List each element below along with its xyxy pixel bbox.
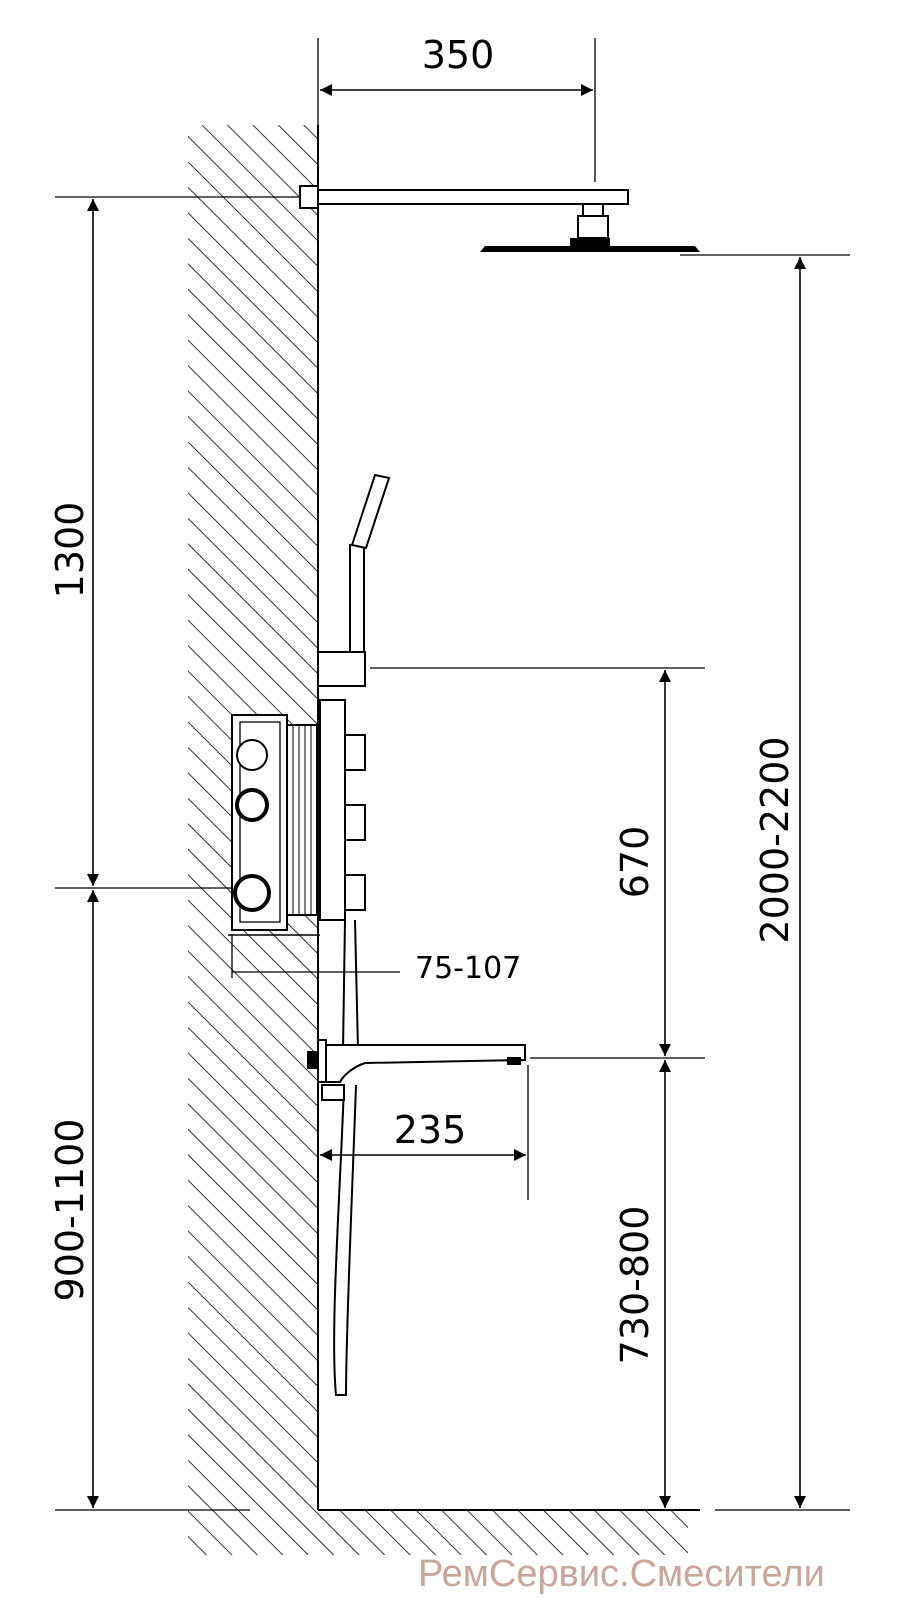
dim-box-depth: 75-107 bbox=[415, 951, 521, 986]
bath-spout bbox=[307, 1039, 526, 1083]
dimension-lines bbox=[87, 84, 806, 1508]
floor bbox=[318, 1509, 700, 1555]
shower-arm bbox=[299, 185, 629, 239]
dim-arm-length: 350 bbox=[422, 33, 495, 77]
shower-head bbox=[480, 238, 700, 252]
dim-shower-head-height: 2000-2200 bbox=[753, 736, 797, 943]
dim-spout-height: 730-800 bbox=[613, 1206, 657, 1365]
mixer-panel bbox=[317, 651, 366, 921]
hand-shower bbox=[321, 473, 391, 1396]
watermark: РемСервис.Смесители bbox=[418, 1553, 825, 1595]
dim-arm-height: 1300 bbox=[48, 502, 92, 599]
dim-valve-height: 900-1100 bbox=[48, 1119, 92, 1302]
concealed-box bbox=[228, 714, 320, 936]
dim-spout-projection: 235 bbox=[394, 1108, 467, 1152]
extension-lines bbox=[55, 38, 850, 1511]
dim-valve-to-spout: 670 bbox=[613, 826, 657, 899]
